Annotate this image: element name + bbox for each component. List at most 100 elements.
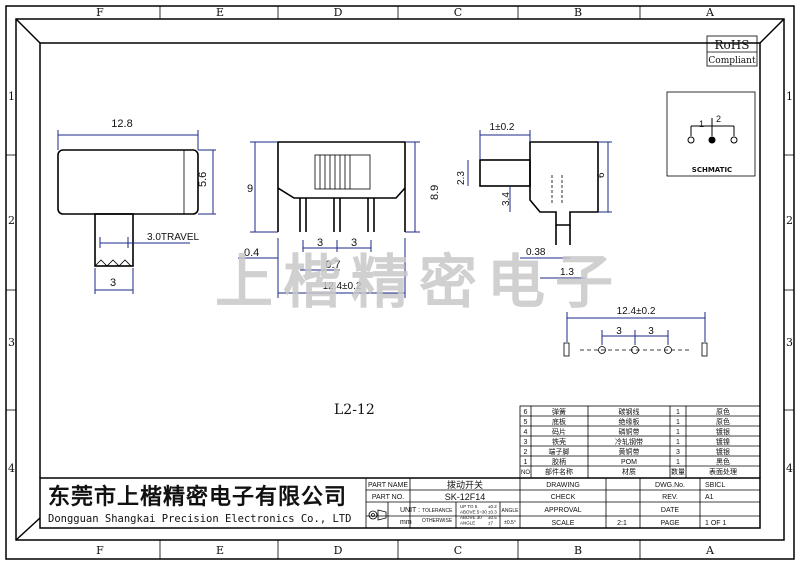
row-label-left: 2	[8, 214, 15, 227]
bom-cell-no: 2	[524, 449, 528, 456]
bom-header-no: NO	[521, 470, 530, 476]
side-view: 9 8.9 0.4 3 3 0.7 12.4±0.2	[238, 141, 441, 298]
rohs-title: RoHS	[715, 38, 750, 52]
row-label-right: 2	[786, 214, 793, 227]
bom-header-name: 部件名称	[545, 467, 573, 476]
outer-border	[5, 5, 795, 560]
end-view: 1±0.2 2.3 6 3.4 0.38 1.3	[456, 122, 612, 279]
rohs-subtitle: Compliant	[708, 56, 756, 66]
row-label-right: 1	[786, 90, 793, 103]
col-label-bottom: C	[454, 544, 462, 557]
angle-value: ±0.5°	[504, 520, 516, 526]
col-label-bottom: F	[96, 544, 104, 557]
row-label-left: 1	[8, 90, 15, 103]
rev-label: REV.	[662, 494, 678, 501]
tolerance-value: ±7	[488, 521, 493, 526]
check-label: CHECK	[551, 494, 576, 501]
approval-label: APPROVAL	[544, 507, 581, 514]
tolerance-range: ABOVE 5~30	[460, 510, 487, 515]
side-pitch-b: 3	[351, 237, 357, 249]
bom-cell-finish: 黑色	[716, 457, 730, 466]
part-name-value: 拨动开关	[447, 479, 483, 490]
page-label: PAGE	[661, 520, 680, 527]
front-height-dim: 5.6	[197, 172, 209, 187]
row-label-right: 4	[786, 462, 793, 475]
pcb-footprint-view: 12.4±0.2 3 3	[563, 306, 708, 357]
part-no-value: SK-12F14	[445, 492, 486, 502]
col-label-bottom: D	[334, 544, 343, 557]
rev-value: A1	[705, 494, 714, 501]
col-label-top: C	[454, 6, 462, 19]
end-pin-dim: 0.38	[526, 247, 546, 258]
bom-cell-name: 胶柄	[552, 457, 566, 466]
row-label-left: 4	[8, 462, 15, 475]
bom-cell-finish: 原色	[716, 417, 730, 426]
tolerance-range: ANGLE	[460, 521, 475, 526]
row-label-right: 3	[786, 336, 793, 349]
bom-cell-no: 5	[524, 419, 528, 426]
bom-cell-material: 冷轧钢带	[615, 437, 643, 446]
tolerance-range: ABOVE 30	[460, 515, 482, 520]
bom-cell-no: 4	[524, 429, 528, 436]
bom-cell-name: 弹簧	[552, 407, 566, 416]
end-knob-dim: 2.3	[456, 171, 467, 185]
col-label-top: A	[705, 6, 715, 19]
row-label-left: 3	[8, 336, 15, 349]
front-width-dim: 12.8	[111, 118, 132, 130]
projection-symbol-icon	[368, 509, 387, 521]
bom-header-qty: 数量	[671, 467, 685, 476]
schematic-label: SCHMATIC	[692, 166, 732, 174]
col-label-top: F	[96, 6, 104, 19]
bom-cell-finish: 原色	[716, 407, 730, 416]
title-block	[39, 477, 761, 529]
bom-cell-qty: 3	[676, 449, 680, 456]
bom-cell-qty: 1	[676, 409, 680, 416]
bom-cell-material: 碳钢线	[619, 407, 640, 416]
bom-cell-no: 1	[524, 459, 528, 466]
side-body-dim: 8.9	[429, 185, 441, 200]
bom-header-finish: 表面处理	[709, 467, 737, 476]
bom-cell-qty: 1	[676, 459, 680, 466]
part-no-label: PART NO.	[372, 494, 404, 501]
col-label-bottom: B	[574, 544, 582, 557]
tolerance-label: TOLERANCE	[422, 508, 453, 514]
date-label: DATE	[661, 507, 679, 514]
watermark-text: 上楷精密电子	[215, 248, 623, 316]
angle-label: ANGLE	[502, 508, 520, 514]
inner-border	[15, 18, 785, 541]
otherwise-label: OTHERWISE	[422, 518, 453, 524]
pcb-pitch-b: 3	[648, 326, 654, 337]
tolerance-range: UP TO 5	[460, 504, 478, 509]
page-value: 1 OF 1	[705, 520, 727, 527]
col-label-top: E	[216, 6, 224, 19]
dwg-no-label: DWG.No.	[655, 482, 685, 489]
bom-cell-material: 黄铜带	[619, 447, 640, 456]
unit-value: mm	[400, 519, 412, 526]
corner-chamfers	[15, 18, 785, 541]
bom-cell-qty: 1	[676, 439, 680, 446]
front-lever-dim: 3	[110, 277, 116, 289]
drawing-label: DRAWING	[546, 482, 580, 489]
tolerance-value: ±0.2	[488, 504, 497, 509]
bom-cell-finish: 镀银	[716, 427, 730, 436]
bom-cell-material: 绝缘板	[619, 417, 640, 426]
schematic-pin-1: 1	[699, 119, 704, 129]
tolerance-value: ±0.3	[488, 510, 497, 515]
bom-cell-qty: 1	[676, 419, 680, 426]
bom-cell-material: 磷铜带	[619, 427, 640, 436]
bom-cell-name: 铁壳	[552, 437, 566, 446]
scale-value: 2:1	[617, 520, 627, 527]
bom-cell-material: POM	[621, 459, 637, 466]
front-view: 12.8 5.6 3.0TRAVEL 3	[57, 118, 216, 294]
schematic-pin-2: 2	[716, 114, 721, 124]
unit-label: UNIT :	[400, 507, 420, 514]
schematic-diagram: 1 2 SCHMATIC	[666, 91, 756, 177]
col-label-top: B	[574, 6, 582, 19]
end-top-dim: 1±0.2	[490, 122, 515, 133]
dwg-no-value: SBICL	[705, 482, 725, 489]
bom-cell-qty: 1	[676, 429, 680, 436]
bom-cell-name: 码片	[552, 427, 566, 436]
